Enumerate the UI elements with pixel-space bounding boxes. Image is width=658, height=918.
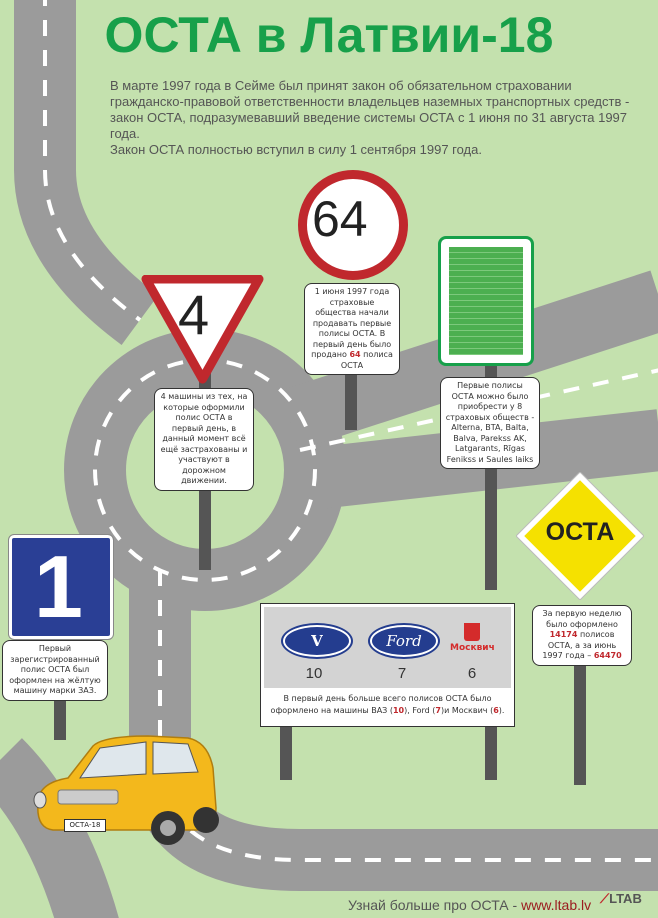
policy-document-sign (438, 236, 534, 366)
week-count: 14174 (549, 630, 578, 639)
blue-sign-number: 1 (34, 537, 83, 636)
caption-number: 6 (493, 706, 499, 715)
ford-count: 7 (397, 665, 407, 682)
caption-text: 1 июня 1997 года страховые общества нача… (311, 287, 392, 359)
ltab-link[interactable]: www.ltab.lv (521, 897, 592, 913)
yield-sign-caption: 4 машины из тех, на которые оформили пол… (154, 388, 254, 491)
license-plate: ОСТА-18 (64, 819, 106, 832)
moskvich-count: 6 (467, 665, 477, 682)
yellow-zaz-car-icon (33, 735, 219, 845)
caption-text: ), Ford ( (404, 706, 436, 715)
speed-limit-sign-icon (298, 170, 408, 280)
june-count: 64470 (593, 651, 622, 660)
document-sign-caption: Первые полисы ОСТА можно было приобрести… (440, 377, 540, 469)
sign-pole (485, 720, 497, 780)
caption-text: В первый день больше всего полисов ОСТА … (270, 694, 492, 715)
caption-number: 7 (435, 706, 441, 715)
footer-text: Узнай больше про ОСТА - (348, 897, 522, 913)
yield-sign-icon (141, 275, 264, 384)
caption-text: полисов ОСТА, а за июнь 1997 года – (542, 630, 617, 660)
sign-pole (574, 630, 586, 785)
caption-text: ). (498, 706, 505, 715)
caption-text: )и Москвич ( (441, 706, 494, 715)
yield-sign-number: 4 (178, 283, 210, 346)
moskvich-logo-icon (464, 623, 480, 641)
footer: Узнай больше про ОСТА - www.ltab.lv (348, 897, 591, 913)
speed-sign-caption: 1 июня 1997 года страховые общества нача… (304, 283, 400, 375)
ltab-logo: ⟋LTAB (600, 891, 642, 907)
vaz-logo-icon: V (281, 623, 353, 659)
brand-board: V Ford Москвич 10 7 6 В первый день боль… (260, 603, 515, 727)
blue-sign-caption: Первый зарегистрированный полис ОСТА был… (2, 640, 108, 701)
caption-text: полиса ОСТА (340, 350, 393, 370)
sign-pole (280, 720, 292, 780)
diamond-sign-caption: За первую неделю было оформлено 14174 по… (532, 605, 632, 666)
blue-info-sign (8, 534, 114, 640)
page-title: ОСТА в Латвии-18 (104, 7, 554, 63)
moskvich-logo-text: Москвич (450, 643, 495, 653)
speed-sign-number: 64 (312, 191, 368, 247)
brand-caption: В первый день больше всего полисов ОСТА … (267, 693, 508, 717)
diamond-sign-label: ОСТА (545, 518, 615, 546)
ltab-logo-text: LTAB (609, 891, 642, 906)
brand-logos-panel: V Ford Москвич 10 7 6 (264, 607, 511, 688)
ford-logo-icon: Ford (368, 623, 440, 659)
caption-number: 10 (392, 706, 405, 715)
policy-document-icon (449, 247, 523, 355)
intro-paragraph: Закон ОСТА полностью вступил в силу 1 се… (110, 142, 482, 157)
intro-text: В марте 1997 года в Сейме был принят зак… (110, 78, 630, 158)
intro-paragraph: В марте 1997 года в Сейме был принят зак… (110, 78, 630, 141)
highlight-number: 64 (349, 350, 361, 359)
vaz-count: 10 (305, 665, 323, 682)
ltab-logo-mark-icon: ⟋ (600, 891, 610, 906)
diamond-sign-icon (516, 472, 644, 600)
caption-text: За первую неделю было оформлено (542, 609, 622, 629)
